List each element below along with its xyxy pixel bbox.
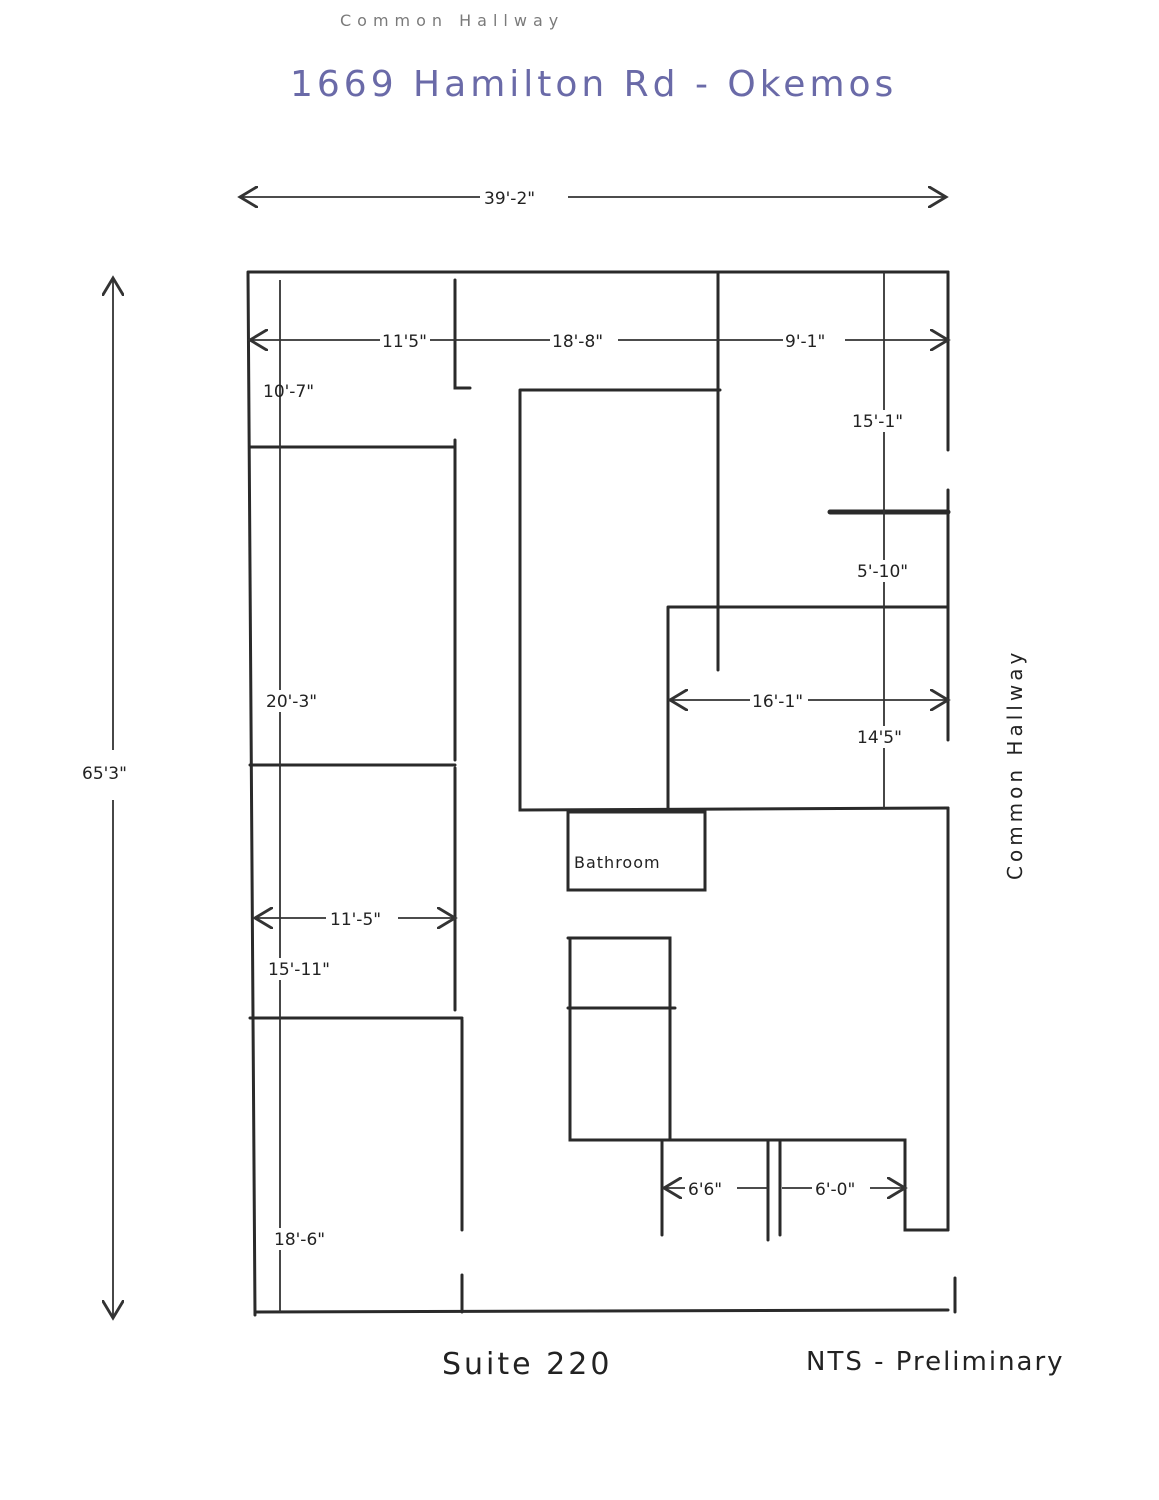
dim-room4: 18'-6" (274, 1230, 325, 1250)
note-label: NTS - Preliminary (806, 1347, 1065, 1377)
address-title: 1669 Hamilton Rd - Okemos (290, 64, 897, 105)
dim-right-mid: 5'-10" (857, 562, 908, 582)
dimension-lines (113, 197, 948, 1318)
dim-left-room-width: 11'-5" (330, 910, 381, 930)
dim-room3: 15'-11" (268, 960, 330, 980)
dim-overall-length: 65'3" (82, 764, 127, 784)
dim-right-upper: 15'-1" (852, 412, 903, 432)
bathroom-label: Bathroom (574, 853, 661, 872)
common-hallway-label: Common Hallway (1003, 649, 1027, 880)
suite-label: Suite 220 (442, 1347, 612, 1382)
dim-top-right: 9'-1" (785, 332, 825, 352)
dim-right-lower: 14'5" (857, 728, 902, 748)
dim-right-room-width: 16'-1" (752, 692, 803, 712)
dim-room2: 20'-3" (266, 692, 317, 712)
dim-overall-width: 39'-2" (484, 189, 535, 209)
dim-top-left: 11'5" (382, 332, 427, 352)
dim-closet2: 6'-0" (815, 1180, 855, 1200)
dimension-labels: 39'-2" 65'3" 11'5" 18'-8" 9'-1" 10'-7" 2… (80, 185, 915, 1250)
faded-top-text: Common Hallway (340, 11, 564, 30)
walls (246, 270, 957, 1317)
dim-top-middle: 18'-8" (552, 332, 603, 352)
dim-closet1: 6'6" (688, 1180, 722, 1200)
dim-room1: 10'-7" (263, 382, 314, 402)
